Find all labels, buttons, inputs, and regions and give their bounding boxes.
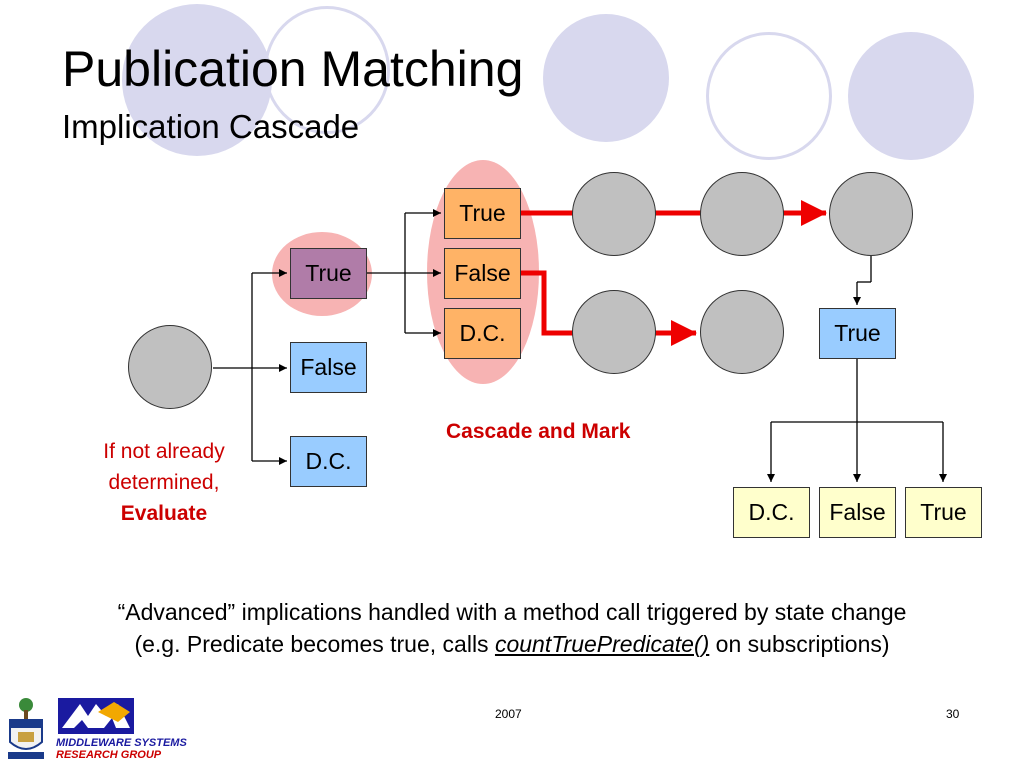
- cascade-node: [572, 290, 656, 374]
- footnote-line2-before: (e.g. Predicate becomes true, calls: [134, 631, 495, 657]
- university-crest-icon: [8, 698, 44, 759]
- decor-circle: [543, 14, 669, 142]
- decor-ring: [264, 6, 390, 134]
- left-true-box: True: [290, 248, 367, 299]
- evaluate-note-line1: If not already: [103, 440, 225, 463]
- cascade-node: [700, 290, 784, 374]
- decor-ring: [706, 32, 832, 160]
- slide-subtitle: Implication Cascade: [62, 108, 360, 145]
- msrg-logo-icon: [58, 698, 134, 734]
- decor-circle: [848, 32, 974, 160]
- right-true-box: True: [819, 308, 896, 359]
- method-name: countTruePredicate(): [494, 631, 710, 657]
- evaluate-note: If not already determined, Evaluate: [80, 436, 248, 529]
- logo-line2: RESEARCH GROUP: [56, 749, 162, 761]
- msrg-logo-text: MIDDLEWARE SYSTEMS RESEARCH GROUP: [56, 737, 187, 761]
- cascade-node: [700, 172, 784, 256]
- page-number: 30: [946, 707, 960, 721]
- middle-dc-box: D.C.: [444, 308, 521, 359]
- footnote-line2-after: on subscriptions): [709, 631, 890, 657]
- footnote: “Advanced” implications handled with a m…: [0, 596, 1024, 660]
- bottom-dc-box: D.C.: [733, 487, 810, 538]
- left-dc-box: D.C.: [290, 436, 367, 487]
- footer-year: 2007: [495, 707, 522, 721]
- bottom-true-box: True: [905, 487, 982, 538]
- cascade-node: [572, 172, 656, 256]
- left-false-box: False: [290, 342, 367, 393]
- middle-true-box: True: [444, 188, 521, 239]
- bottom-false-box: False: [819, 487, 896, 538]
- slide-title: Publication Matching: [62, 41, 524, 97]
- source-node: [128, 325, 212, 409]
- cascade-node: [829, 172, 913, 256]
- evaluate-note-emphasis: Evaluate: [120, 502, 208, 525]
- evaluate-note-line2: determined,: [108, 471, 220, 494]
- cascade-label: Cascade and Mark: [446, 420, 631, 443]
- logo-line1: MIDDLEWARE SYSTEMS: [56, 737, 187, 749]
- middle-false-box: False: [444, 248, 521, 299]
- decor-circle: [122, 4, 272, 156]
- footnote-line1: “Advanced” implications handled with a m…: [117, 599, 907, 625]
